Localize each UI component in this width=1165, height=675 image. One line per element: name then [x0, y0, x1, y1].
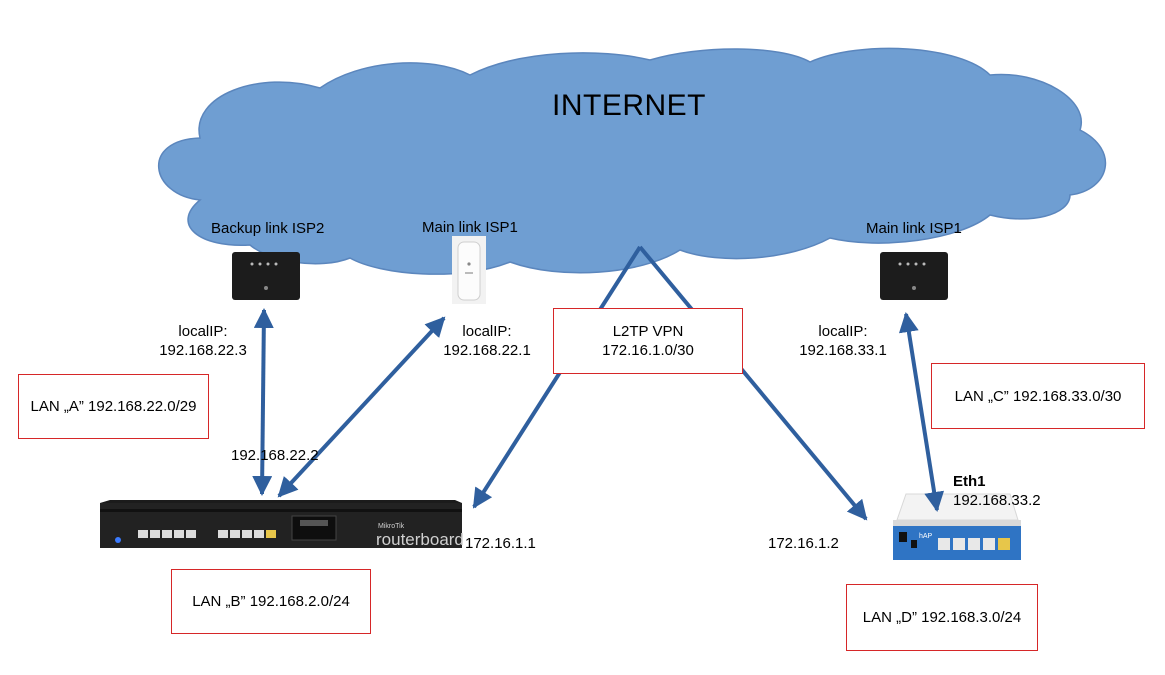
isp1-right-label: Main link ISP1 — [866, 220, 962, 237]
right-eth-name: Eth1 — [953, 473, 986, 490]
lan-d-box: LAN „D” 192.168.3.0/24 — [846, 584, 1038, 651]
isp1-right-localip-value: 192.168.33.1 — [799, 342, 887, 359]
isp2-localip: localIP: 192.168.22.3 — [158, 322, 248, 360]
isp1-right-localip-title: localIP: — [818, 323, 868, 340]
arrow-isp2-router — [252, 308, 274, 496]
lan-a-box: LAN „A” 192.168.22.0/29 — [18, 374, 209, 439]
routerboard-icon: MikroTik routerboard — [100, 500, 464, 549]
isp1-localip-value: 192.168.22.1 — [443, 342, 531, 359]
isp1-label: Main link ISP1 — [422, 219, 518, 236]
isp2-modem-icon — [232, 252, 300, 300]
vpn-subnet: 172.16.1.0/30 — [602, 342, 694, 359]
left-wan-ip: 192.168.22.2 — [231, 447, 319, 464]
hap-brand: hAP — [919, 533, 933, 540]
internet-label: INTERNET — [552, 89, 706, 122]
left-vpn-ip: 172.16.1.1 — [465, 535, 536, 552]
isp2-localip-title: localIP: — [178, 323, 228, 340]
connection-arrows — [252, 245, 945, 521]
arrow-isp1right-hap — [898, 312, 945, 512]
lan-b-box: LAN „B” 192.168.2.0/24 — [171, 569, 371, 634]
isp1-localip: localIP: 192.168.22.1 — [441, 322, 533, 360]
vpn-box: L2TP VPN 172.16.1.0/30 — [553, 308, 743, 374]
isp1-antenna-icon — [452, 236, 486, 304]
arrow-isp1-router — [277, 316, 446, 498]
isp2-label: Backup link ISP2 — [211, 220, 325, 237]
right-vpn-ip: 172.16.1.2 — [768, 535, 839, 552]
arrow-vpn-right — [638, 245, 868, 521]
router-brand-large: routerboard — [376, 530, 464, 549]
isp2-localip-value: 192.168.22.3 — [159, 342, 247, 359]
right-eth-ip: 192.168.33.2 — [953, 492, 1041, 509]
vpn-title: L2TP VPN — [612, 323, 684, 340]
router-brand-small: MikroTik — [378, 523, 405, 530]
internet-cloud — [157, 47, 1107, 275]
isp1-modem-right-icon — [880, 252, 948, 300]
arrow-vpn-left — [472, 245, 642, 509]
isp1-localip-title: localIP: — [462, 323, 512, 340]
isp1-right-localip: localIP: 192.168.33.1 — [796, 322, 890, 360]
lan-c-box: LAN „C” 192.168.33.0/30 — [931, 363, 1145, 429]
